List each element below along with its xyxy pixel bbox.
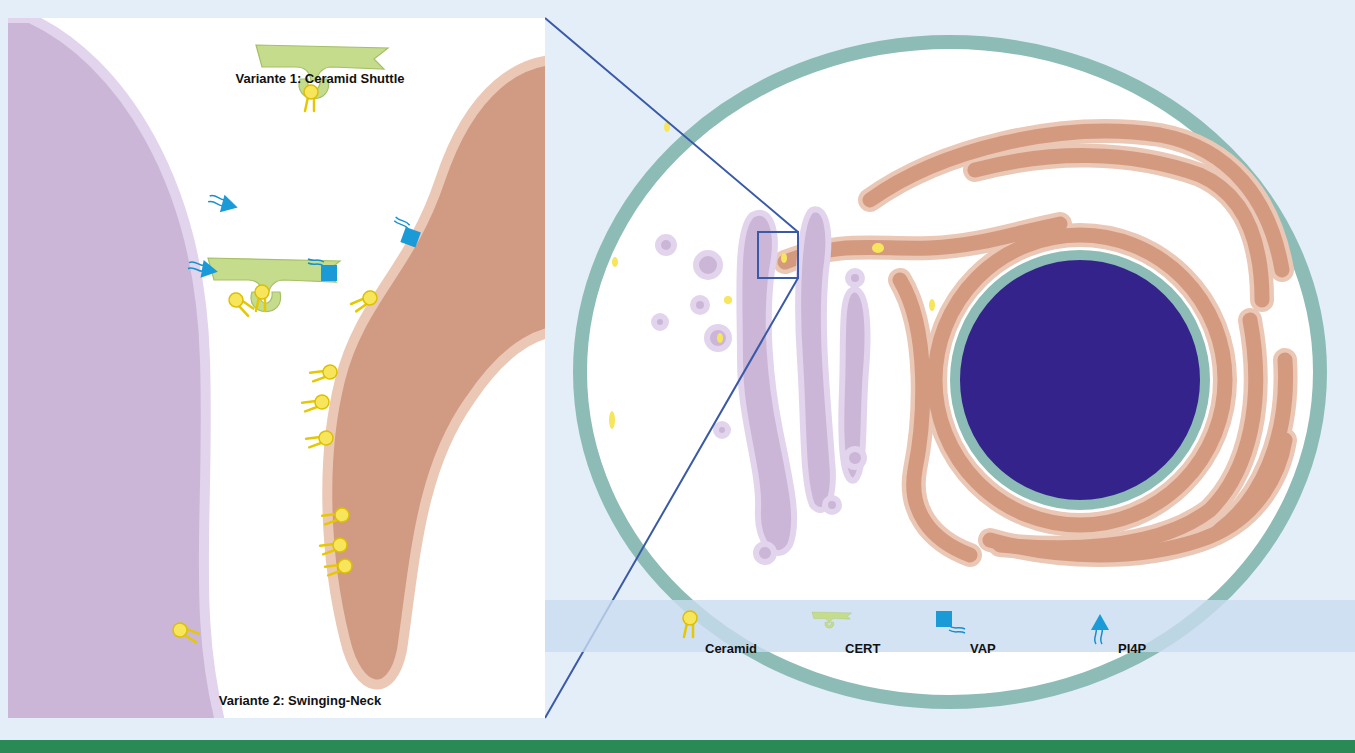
variant-label: Variante 2: Swinging-Neck: [219, 693, 382, 708]
variant-label: Variante 1: Ceramid Shuttle: [235, 71, 404, 86]
legend-text: VAP: [970, 641, 996, 656]
legend-text: PI4P: [1118, 641, 1146, 656]
legend-text: Ceramid: [705, 641, 757, 656]
legend-text: CERT: [845, 641, 880, 656]
